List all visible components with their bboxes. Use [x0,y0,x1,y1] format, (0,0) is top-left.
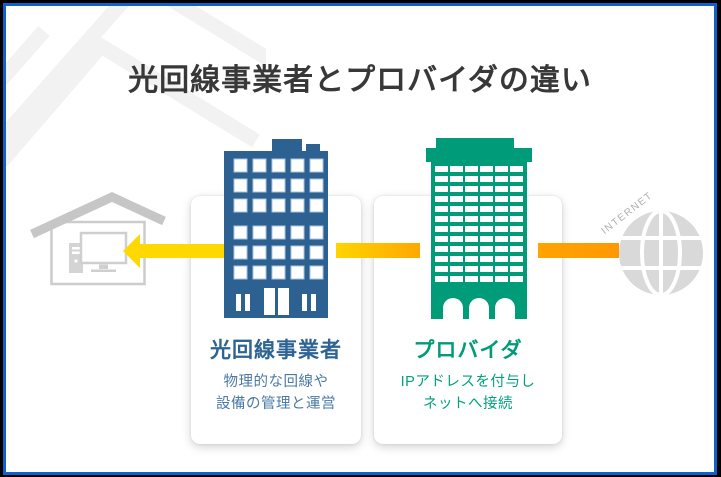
page-title: 光回線事業者とプロバイダの違い [128,64,592,97]
provider-card: プロバイダ IPアドレスを付与し ネットへ接続 [374,196,562,444]
provider-description: IPアドレスを付与し ネットへ接続 [374,371,562,415]
carrier-description: 物理的な回線や 設備の管理と運営 [191,371,361,415]
provider-description-line1: IPアドレスを付与し [400,374,536,390]
arrow-provider-to-carrier [336,243,420,258]
office-building-green-icon [426,138,532,319]
carrier-heading: 光回線事業者 [210,339,342,362]
globe-icon [619,211,703,295]
corner-stripes-decoration [6,6,266,166]
infographic-canvas: 光回線事業者とプロバイダの違い 光回線事業者 物理的な回線や 設備の管理と運営 … [3,3,717,475]
carrier-description-line1: 物理的な回線や [223,374,329,390]
arrow-internet-to-provider [538,243,619,258]
monitor-icon [79,231,128,265]
carrier-description-line2: 設備の管理と運営 [216,396,336,412]
arrow-carrier-to-home [123,234,225,268]
office-building-blue-icon [224,139,328,318]
provider-description-line2: ネットへ接続 [423,396,513,412]
pc-tower-icon [69,243,83,273]
provider-heading: プロバイダ [413,339,523,362]
